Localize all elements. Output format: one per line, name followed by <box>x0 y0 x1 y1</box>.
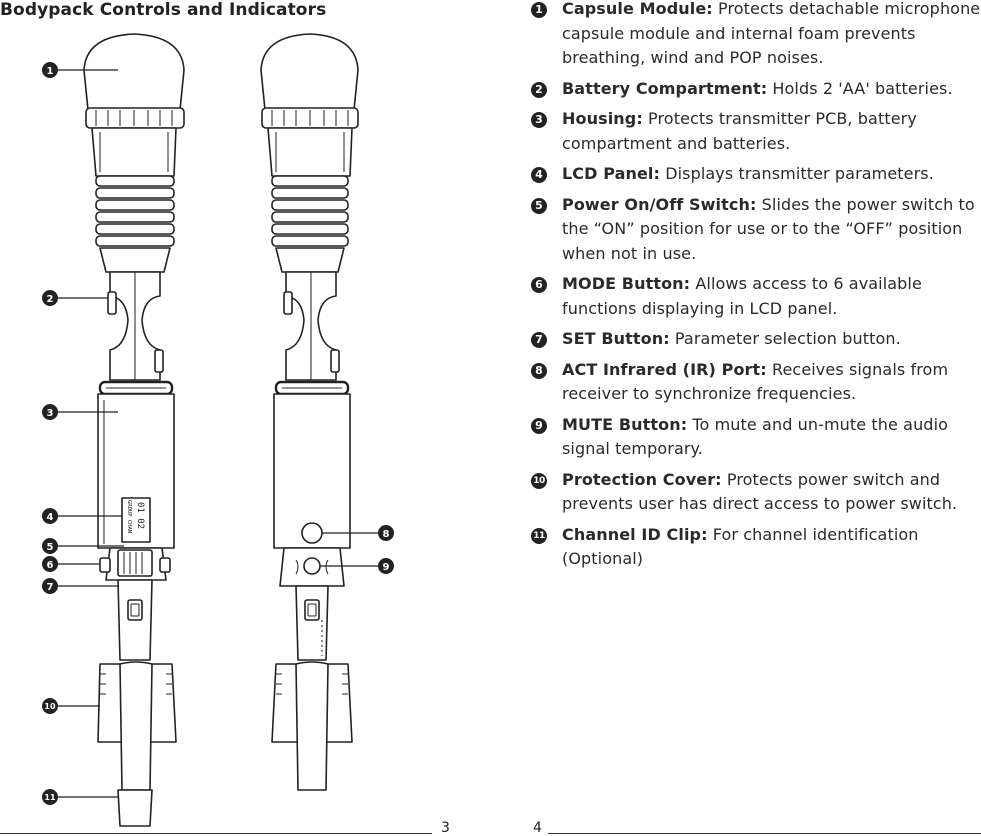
list-item: 8 ACT Infrared (IR) Port: Receives signal… <box>531 358 981 407</box>
item-text: Receives signals from receiver to synchr… <box>562 359 949 404</box>
footer-rule-right <box>548 833 981 834</box>
item-number: 5 <box>531 197 547 214</box>
item-text: Protects detachable microphone capsule m… <box>562 0 981 67</box>
item-number: 3 <box>531 112 547 128</box>
item-text: For channel identification (Optional) <box>562 524 919 569</box>
svg-text:8: 8 <box>383 529 390 540</box>
item-text: Slides the power switch to the “ON” posi… <box>562 194 975 263</box>
item-text: Protects power switch and prevents user … <box>562 469 958 514</box>
list-item: 1 Capsule Module: Protects detachable mic… <box>531 0 981 71</box>
list-item: 7 SET Button: Parameter selection button. <box>531 327 981 352</box>
item-title: Battery Compartment: <box>562 78 768 98</box>
svg-text:5: 5 <box>47 542 54 553</box>
svg-text:1: 1 <box>47 66 54 77</box>
list-item: 11 Channel ID Clip: For channel identific… <box>531 523 981 572</box>
item-title: Power On/Off Switch: <box>562 194 757 214</box>
callout-3: 3 <box>42 404 58 420</box>
callout-6: 6 <box>42 556 58 572</box>
list-item: 4 LCD Panel: Displays transmitter paramet… <box>531 162 981 187</box>
callout-2: 2 <box>42 290 58 306</box>
callout-8: 8 <box>378 525 394 541</box>
item-text: Parameter selection button. <box>669 329 901 348</box>
callout-10: 10 <box>42 698 58 714</box>
list-item: 6 MODE Button: Allows access to 6 availab… <box>531 272 981 321</box>
item-text: Displays transmitter parameters. <box>660 164 934 183</box>
list-item: 2 Battery Compartment: Holds 2 'AA' batte… <box>531 77 981 102</box>
item-text: Holds 2 'AA' batteries. <box>767 78 953 98</box>
item-number: 4 <box>531 167 547 183</box>
item-number: 7 <box>531 332 547 348</box>
page-number-left: 3 <box>441 820 450 836</box>
item-number: 2 <box>531 81 547 98</box>
microphone-diagram: GROUP CHAN 01 02 <box>42 33 394 827</box>
list-item: 5 Power On/Off Switch: Slides the power s… <box>531 193 981 267</box>
svg-text:7: 7 <box>47 582 54 593</box>
item-text: To mute and un-mute the audio signal tem… <box>562 414 948 459</box>
item-number: 11 <box>531 527 547 544</box>
callout-11: 11 <box>42 789 58 805</box>
item-number: 10 <box>531 472 547 489</box>
lcd-line2: 01 02 <box>135 502 145 529</box>
item-title: ACT Infrared (IR) Port: <box>562 359 767 379</box>
callout-markers: 1 2 3 4 5 6 7 10 11 8 9 <box>42 62 394 805</box>
list-item: 9 MUTE Button: To mute and un-mute the au… <box>531 413 981 462</box>
svg-text:2: 2 <box>47 294 54 305</box>
list-item: 10 Protection Cover: Protects power switc… <box>531 468 981 517</box>
item-title: Capsule Module: <box>562 0 713 18</box>
svg-text:10: 10 <box>44 702 56 711</box>
item-text: Allows access to 6 available functions d… <box>562 274 922 318</box>
callout-9: 9 <box>378 558 394 574</box>
item-text: Protects transmitter PCB, battery compar… <box>562 109 917 153</box>
item-number: 9 <box>531 417 547 434</box>
svg-text:3: 3 <box>47 408 54 419</box>
item-title: LCD Panel: <box>562 164 661 183</box>
mic-front: GROUP CHAN 01 02 <box>83 33 185 827</box>
item-number: 6 <box>531 277 547 293</box>
page-title: Bodypack Controls and Indicators <box>0 0 327 20</box>
page-number-right: 4 <box>533 820 542 836</box>
component-description-list: 1 Capsule Module: Protects detachable mic… <box>531 0 981 572</box>
list-item: 3 Housing: Protects transmitter PCB, batt… <box>531 107 981 156</box>
item-number: 1 <box>531 2 547 18</box>
svg-text:9: 9 <box>383 562 390 573</box>
item-title: MUTE Button: <box>562 414 688 434</box>
item-title: SET Button: <box>562 329 670 348</box>
item-title: MODE Button: <box>562 274 691 293</box>
svg-text:6: 6 <box>47 560 54 571</box>
item-title: Housing: <box>562 109 643 128</box>
lcd-line1: GROUP CHAN <box>126 500 132 533</box>
footer-rule-left <box>0 833 432 834</box>
callout-7: 7 <box>42 578 58 594</box>
mic-back <box>260 33 359 791</box>
svg-text:11: 11 <box>44 793 56 802</box>
item-title: Channel ID Clip: <box>562 524 708 544</box>
callout-5: 5 <box>42 538 58 554</box>
callout-1: 1 <box>42 62 58 78</box>
callout-4: 4 <box>42 508 58 524</box>
item-title: Protection Cover: <box>562 469 722 489</box>
item-number: 8 <box>531 362 547 379</box>
svg-text:4: 4 <box>47 512 54 523</box>
